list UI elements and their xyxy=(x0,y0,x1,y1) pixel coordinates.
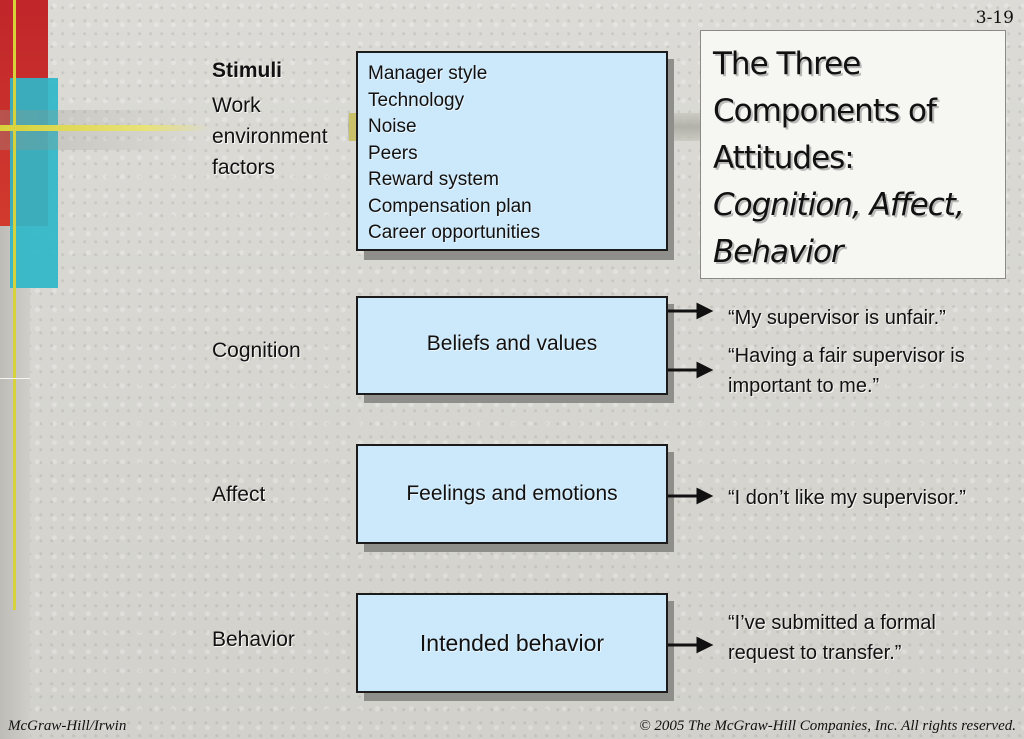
quote-behavior-line2: request to transfer.” xyxy=(728,642,902,664)
stimuli-item: Career opportunities xyxy=(368,222,541,243)
title-line-italic: Behavior xyxy=(713,234,844,270)
behavior-label: Behavior xyxy=(212,628,295,651)
footer-copyright: © 2005 The McGraw-Hill Companies, Inc. A… xyxy=(639,718,1016,734)
slide-number: 3-19 xyxy=(975,8,1014,28)
cognition-box-text: Beliefs and values xyxy=(426,332,598,355)
affect-box-text: Feelings and emotions xyxy=(406,482,618,505)
title-line: The Three xyxy=(713,46,861,82)
stimuli-item: Compensation plan xyxy=(368,195,532,217)
stimuli-item: Technology xyxy=(368,89,465,111)
stimuli-item: Manager style xyxy=(368,63,488,84)
cognition-label: Cognition xyxy=(212,339,301,362)
title-line: Components of xyxy=(713,93,937,129)
quote-cognition-2-line2: important to me.” xyxy=(728,375,880,397)
arrowhead-icon xyxy=(696,302,714,320)
decorative-white-line xyxy=(0,378,30,379)
stimuli-list: Manager style Technology Noise Peers Rew… xyxy=(358,53,666,247)
stimuli-box: Manager style Technology Noise Peers Rew… xyxy=(356,51,668,251)
title-line-italic: Cognition, Affect, xyxy=(713,187,965,223)
stimuli-label: Stimuli xyxy=(212,59,283,82)
work-environment-label-line3: factors xyxy=(212,156,276,179)
cognition-box: Beliefs and values xyxy=(356,296,668,395)
arrowhead-icon xyxy=(696,361,714,379)
stimuli-item: Noise xyxy=(368,116,417,137)
stimuli-item: Reward system xyxy=(368,169,499,190)
quote-affect: “I don’t like my supervisor.” xyxy=(728,487,966,509)
work-environment-label-line2: environment xyxy=(212,125,328,148)
decorative-yellow-line-vertical xyxy=(13,0,16,610)
quote-cognition-1: “My supervisor is unfair.” xyxy=(728,307,946,329)
quote-cognition-2-line1: “Having a fair supervisor is xyxy=(728,345,965,367)
behavior-box: Intended behavior xyxy=(356,593,668,693)
decorative-yellow-line-horizontal xyxy=(0,125,210,131)
stimuli-item: Peers xyxy=(368,142,418,164)
quote-behavior-line1: “I’ve submitted a formal xyxy=(728,612,936,634)
title-line: Attitudes: xyxy=(713,140,855,176)
arrowhead-icon xyxy=(696,636,714,654)
decorative-cyan-block xyxy=(10,78,58,288)
title-box: The Three Components of Attitudes: Cogni… xyxy=(700,30,1006,279)
arrowhead-icon xyxy=(696,487,714,505)
slide-title: The Three Components of Attitudes: Cogni… xyxy=(713,41,965,276)
work-environment-label-line1: Work xyxy=(212,94,261,117)
behavior-box-text: Intended behavior xyxy=(419,630,605,656)
footer-publisher: McGraw-Hill/Irwin xyxy=(8,718,127,734)
decorative-connector-end xyxy=(349,113,357,141)
affect-label: Affect xyxy=(212,483,266,506)
affect-box: Feelings and emotions xyxy=(356,444,668,544)
